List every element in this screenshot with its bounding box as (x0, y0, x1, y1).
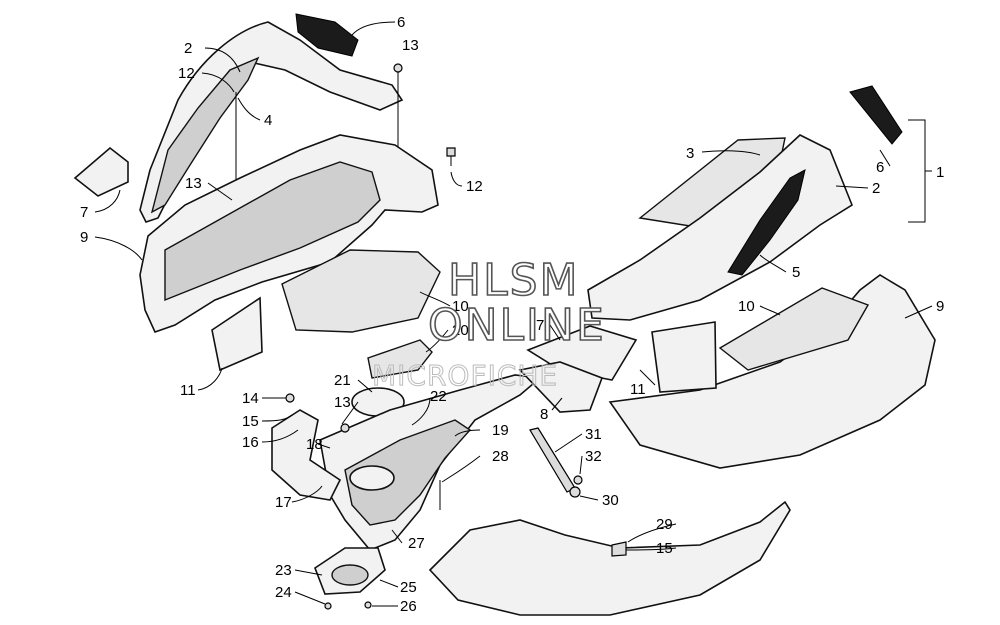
part-11-right (651, 321, 717, 393)
part-8 (518, 361, 604, 413)
part-11-left (211, 296, 263, 372)
callout-7-left: 7 (80, 204, 88, 221)
callout-15-right: 15 (656, 540, 673, 557)
callout-27: 27 (408, 535, 425, 552)
callout-9-right: 9 (936, 298, 944, 315)
callout-2-right: 2 (872, 180, 880, 197)
leader-lines (94, 21, 933, 607)
part-console-ring (349, 465, 395, 491)
callout-10-right: 10 (738, 298, 755, 315)
callout-28: 28 (492, 448, 509, 465)
clip-29 (611, 541, 627, 557)
callout-20: 20 (452, 322, 469, 339)
screw-13-center (340, 423, 350, 433)
part-shock-31 (529, 427, 576, 493)
callout-3: 3 (686, 145, 694, 162)
callout-25: 25 (400, 579, 417, 596)
left-cowl-assembly (73, 13, 456, 372)
screw-24 (324, 602, 332, 610)
screw-14 (285, 393, 295, 403)
callout-32: 32 (585, 448, 602, 465)
callout-16: 16 (242, 434, 259, 451)
callout-12-right: 12 (466, 178, 483, 195)
callout-19: 19 (492, 422, 509, 439)
callout-2-left: 2 (184, 40, 192, 57)
screw-26 (364, 601, 372, 609)
callout-31: 31 (585, 426, 602, 443)
part-foam-10-right (718, 287, 870, 371)
callout-17: 17 (275, 494, 292, 511)
watermark-microfiche: MICROFICHE (372, 359, 558, 392)
callout-15-left: 15 (242, 413, 259, 430)
callout-24: 24 (275, 584, 292, 601)
part-vent-right (849, 85, 903, 145)
callout-9-left: 9 (80, 229, 88, 246)
callout-6-right: 6 (876, 159, 884, 176)
nut-32 (573, 475, 583, 485)
part-trim-15 (428, 500, 791, 616)
part-vent-top (295, 13, 359, 57)
callout-26: 26 (400, 598, 417, 615)
part-console-inner (344, 419, 472, 526)
part-side-panel-left-inner (150, 56, 260, 214)
watermark-hlsm: HLSM (448, 255, 580, 306)
callout-11-left: 11 (180, 382, 196, 399)
part-foam-left (281, 249, 441, 333)
part-7-left (73, 146, 129, 197)
callout-4: 4 (264, 112, 272, 129)
callout-21: 21 (334, 372, 351, 389)
callout-22: 22 (430, 388, 447, 405)
part-duct-23-ring (331, 564, 369, 586)
callout-1-bracket: 1 (936, 164, 944, 181)
part-belly-pan-left-inner (164, 161, 381, 302)
part-side-panel-right (587, 134, 853, 321)
part-foam-3 (638, 137, 786, 227)
callout-14: 14 (242, 390, 259, 407)
callout-12-left: 12 (178, 65, 195, 82)
bolt-12-right (446, 147, 456, 157)
fastener-13-top (393, 63, 403, 73)
center-assembly (271, 339, 542, 610)
callout-23: 23 (275, 562, 292, 579)
watermark: HLSM ONLINE MICROFICHE (372, 254, 606, 392)
eyelet-30 (569, 486, 581, 498)
callout-labels: 2 12 6 13 4 13 12 7 9 10 20 11 21 14 13 … (80, 14, 944, 615)
callout-5: 5 (792, 264, 800, 281)
callout-7-right: 7 (536, 317, 544, 334)
callout-13-left: 13 (185, 175, 202, 192)
callout-18: 18 (306, 436, 323, 453)
callout-11-right: 11 (630, 381, 646, 398)
callout-6-left: 6 (397, 14, 405, 31)
callout-13-top: 13 (402, 37, 419, 54)
callout-30: 30 (602, 492, 619, 509)
part-20-cover (367, 339, 433, 379)
callout-13-center: 13 (334, 394, 351, 411)
callout-10-left: 10 (452, 298, 469, 315)
callout-29: 29 (656, 516, 673, 533)
part-bracket-17 (271, 409, 342, 501)
callout-8: 8 (540, 406, 548, 423)
right-cowl-assembly (428, 85, 936, 616)
watermark-online: ONLINE (428, 300, 606, 351)
part-stripe-5 (727, 169, 806, 276)
